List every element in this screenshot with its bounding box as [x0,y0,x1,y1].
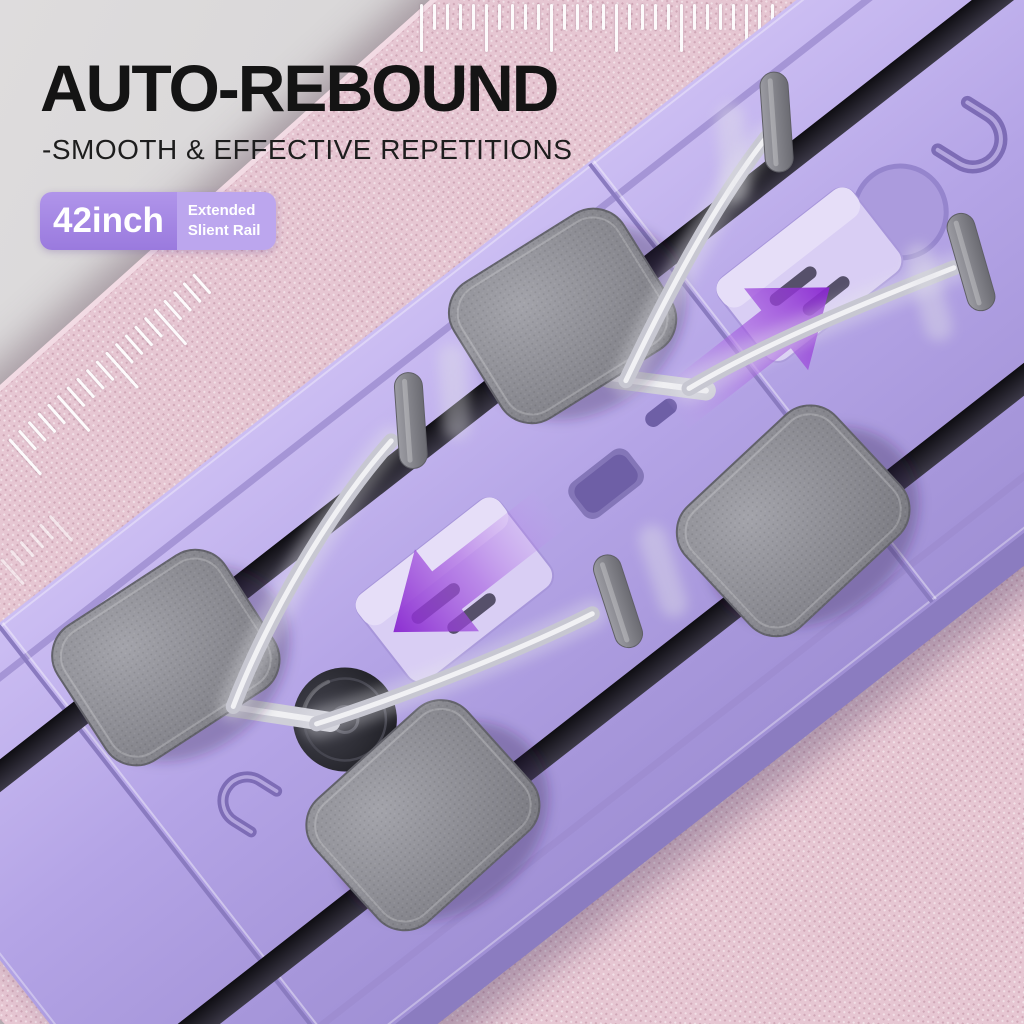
accessory-slot [645,398,677,427]
ruler-tick [589,4,592,30]
ruler-tick [654,4,657,30]
carry-handle-hole [568,448,644,519]
ruler-tick [680,4,683,52]
handle-assembly-rear [610,71,996,404]
handle-assembly-front [218,343,688,739]
ruler-tick [498,4,501,30]
handle-grip-4 [593,554,644,649]
handle-grip-2 [946,212,996,312]
ruler-tick [537,4,540,30]
storage-hook-top [931,95,1008,174]
ruler-tick [563,4,566,30]
ruler-tick [420,4,423,52]
knee-pad-4 [305,699,549,932]
ruler-tick [524,4,527,30]
ruler-tick [459,4,462,30]
ruler-tick [550,4,553,52]
handle-grip-1 [759,71,794,173]
ruler-tick [719,4,722,30]
handle-grip-3 [393,372,428,469]
ruler-tick [472,4,475,30]
ruler-tick [511,4,514,30]
ruler-tick [615,4,618,52]
size-badge: 42inch Extended Slient Rail [40,192,277,250]
knee-pad-2 [675,404,919,638]
ruler-tick [576,4,579,30]
slide-arrow-down-icon [393,491,565,633]
subheadline: -SMOOTH & EFFECTIVE REPETITIONS [42,134,573,165]
ruler-tick [771,4,774,30]
storage-hook-bottom [217,771,283,838]
ruler-tick [446,4,449,30]
ruler-tick [706,4,709,30]
ruler-tick [602,4,605,30]
board-groove-lower [184,250,1024,1024]
fold-seam-left [0,621,346,1024]
ruler-tick [433,4,436,30]
ruler-tick [485,4,488,52]
ruler-tick [745,4,748,52]
ruler-tick [758,4,761,30]
badge-feature-line1: Extended [187,202,256,219]
ruler-tick [693,4,696,30]
headline: AUTO-REBOUND [40,51,559,125]
ruler-top [420,4,774,52]
ruler-tick [732,4,735,30]
ruler-tick [628,4,631,30]
badge-feature-line2: Slient Rail [187,221,261,239]
badge-feature-text: Extended Slient Rail [176,192,277,250]
ruler-tick [667,4,670,30]
badge-size-text: 42inch [40,192,177,250]
ruler-tick [641,4,644,30]
